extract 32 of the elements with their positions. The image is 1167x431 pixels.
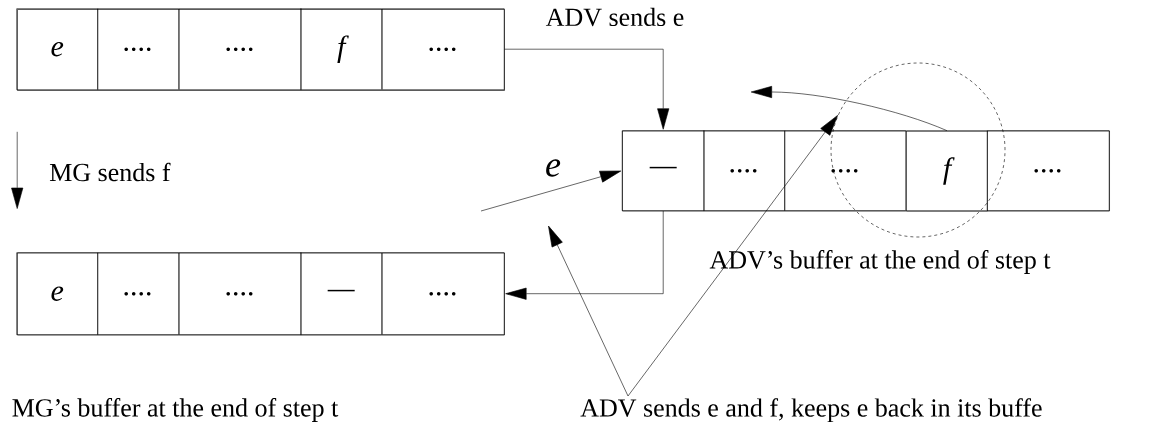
buffer-cell: .... bbox=[381, 8, 505, 90]
dashed-circle bbox=[830, 62, 1006, 238]
buffer bbox=[17, 252, 505, 336]
buffer-cell: f bbox=[300, 8, 382, 90]
arrow bbox=[480, 170, 622, 212]
buffer bbox=[17, 9, 505, 91]
leader-line bbox=[548, 225, 629, 397]
buffer-cell: f bbox=[906, 130, 988, 212]
buffer-cell: .... bbox=[381, 252, 505, 335]
arrow bbox=[750, 86, 948, 131]
buffer-cell: .... bbox=[178, 8, 302, 90]
buffer-cell: .... bbox=[97, 8, 179, 90]
label-text: ADV sends e bbox=[545, 7, 684, 27]
arrow bbox=[504, 48, 670, 130]
buffer-cell: .... bbox=[986, 130, 1110, 211]
buffer-cell: .... bbox=[784, 130, 906, 211]
note-text: ADV sends e and f, keeps e back in its buffe bbox=[580, 398, 1042, 423]
arrow bbox=[505, 210, 664, 300]
buffer-cell: e bbox=[16, 252, 98, 335]
buffer-caption: MG’s buffer at the end of step t bbox=[12, 398, 339, 422]
buffer-cell: .... bbox=[703, 130, 785, 211]
buffer bbox=[622, 130, 1110, 212]
edge-label: e bbox=[544, 158, 562, 178]
buffer-cell: e bbox=[16, 8, 98, 90]
buffer-cell: .... bbox=[178, 252, 302, 335]
label-text: ADV’s buffer at the end of step t bbox=[709, 250, 1051, 274]
buffer-cell: .... bbox=[97, 252, 179, 335]
arrow bbox=[11, 131, 24, 209]
buffer-cell: — bbox=[621, 130, 705, 211]
edge-label: MG sends f bbox=[48, 161, 172, 183]
leader-line bbox=[627, 115, 838, 397]
buffer-cell: — bbox=[300, 252, 382, 335]
